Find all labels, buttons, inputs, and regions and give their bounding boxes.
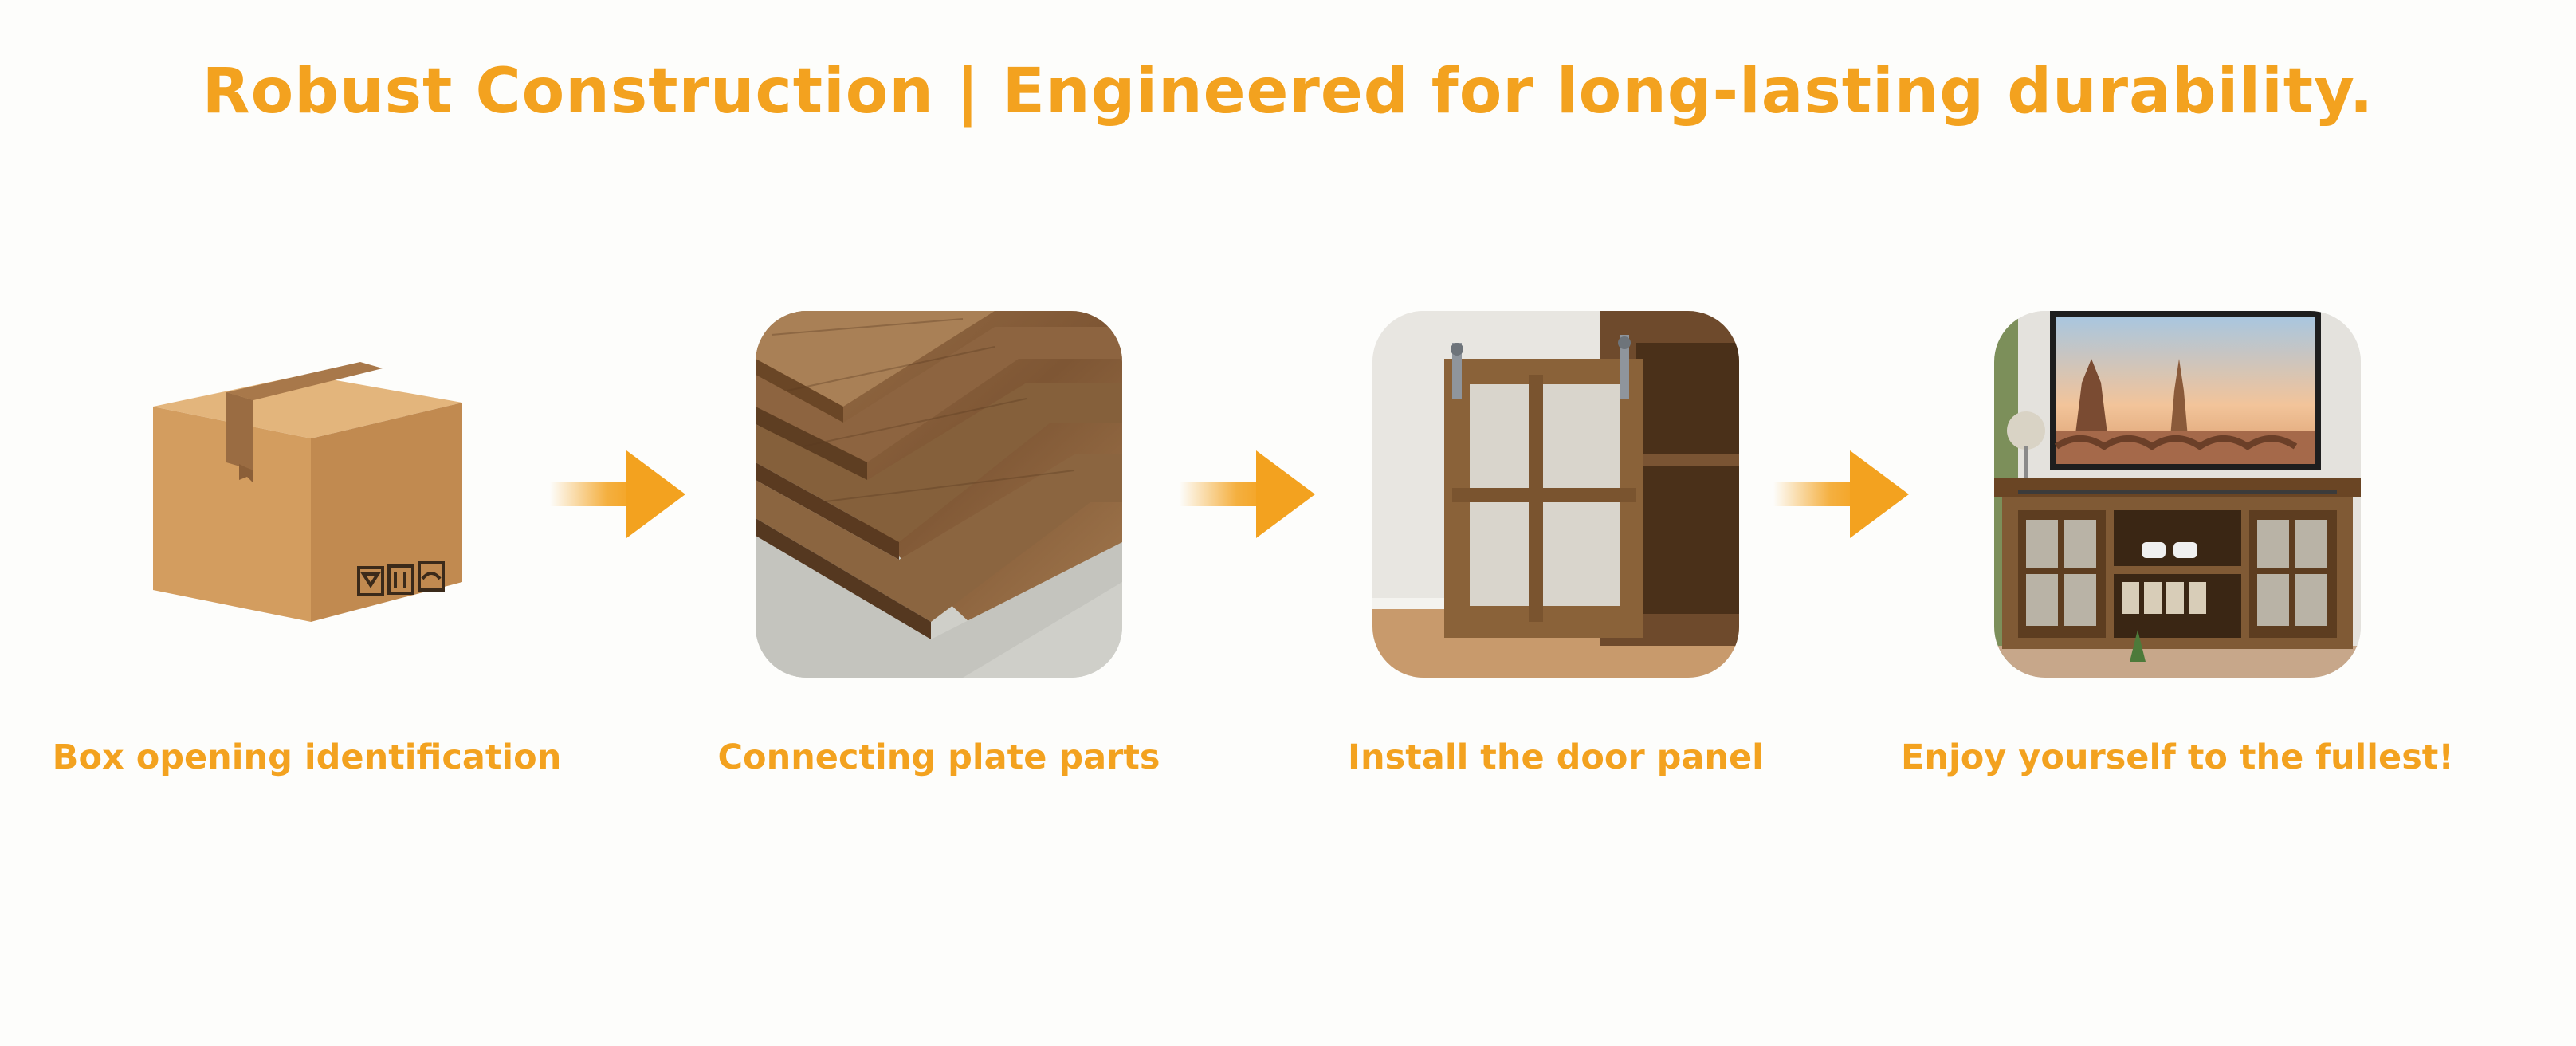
step-2-image bbox=[756, 311, 1122, 678]
step-3-image bbox=[1372, 311, 1739, 678]
barn-door-icon bbox=[1372, 311, 1739, 678]
step-1-caption: Box opening identification bbox=[52, 737, 562, 777]
step-2-caption: Connecting plate parts bbox=[717, 737, 1160, 777]
cardboard-box-icon bbox=[153, 362, 462, 622]
step-3-caption: Install the door panel bbox=[1348, 737, 1764, 777]
step-4-caption: Enjoy yourself to the fullest! bbox=[1901, 737, 2454, 777]
arrow-right-icon bbox=[1180, 450, 1315, 538]
step-4-image bbox=[1994, 311, 2361, 678]
page-headline: Robust Construction | Engineered for lon… bbox=[202, 56, 2374, 128]
arrow-right-icon bbox=[1773, 450, 1909, 538]
wood-panels-icon bbox=[756, 311, 1122, 678]
step-1-image bbox=[120, 351, 486, 638]
tv-stand-icon bbox=[1994, 311, 2361, 678]
arrow-right-icon bbox=[550, 450, 685, 538]
